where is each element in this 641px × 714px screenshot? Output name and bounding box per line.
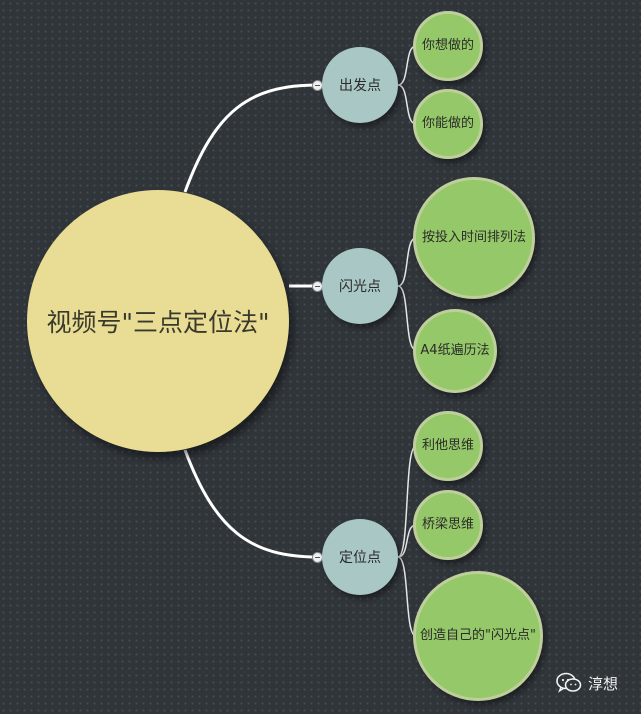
branch-topic-1[interactable]: 出发点 xyxy=(322,47,398,123)
leaf-topic-3-1[interactable]: 利他思维 xyxy=(413,411,483,481)
leaf-topic-1-2-label: 你能做的 xyxy=(421,115,474,131)
root-topic[interactable]: 视频号"三点定位法" xyxy=(27,190,289,452)
connector-branch-2-leaf-2 xyxy=(397,285,417,351)
branch-topic-2-label: 闪光点 xyxy=(339,279,381,295)
leaf-topic-3-3[interactable]: 创造自己的"闪光点" xyxy=(413,571,543,701)
watermark: 淳想 xyxy=(556,672,618,694)
wechat-icon xyxy=(556,672,582,693)
leaf-topic-2-1-label: 按投入时间排列法 xyxy=(421,229,526,245)
branch-topic-3-label: 定位点 xyxy=(339,550,381,566)
watermark-text: 淳想 xyxy=(588,674,619,693)
leaf-topic-1-1-label: 你想做的 xyxy=(421,37,474,53)
root-topic-label: 视频号"三点定位法" xyxy=(46,308,270,337)
branch-topic-1-label: 出发点 xyxy=(339,78,381,94)
leaf-topic-3-1-label: 利他思维 xyxy=(421,437,474,453)
leaf-topic-2-2[interactable]: A4纸遍历法 xyxy=(413,309,497,393)
leaf-topic-3-2[interactable]: 桥梁思维 xyxy=(413,490,483,560)
connector-root-branch-3 xyxy=(183,449,319,559)
connector-branch-3-leaf-3 xyxy=(397,556,417,637)
leaf-topic-3-3-label: 创造自己的"闪光点" xyxy=(420,627,536,643)
leaf-topic-2-1[interactable]: 按投入时间排列法 xyxy=(413,177,535,299)
branch-topic-2[interactable]: 闪光点 xyxy=(322,248,398,324)
connector-branch-3-leaf-1 xyxy=(397,445,417,558)
leaf-topic-2-2-label: A4纸遍历法 xyxy=(420,342,490,358)
connector-root-branch-1 xyxy=(183,83,319,193)
leaf-topic-3-2-label: 桥梁思维 xyxy=(421,516,474,532)
branch-topic-3[interactable]: 定位点 xyxy=(322,519,398,595)
leaf-topic-1-1[interactable]: 你想做的 xyxy=(413,11,483,81)
leaf-topic-1-2[interactable]: 你能做的 xyxy=(413,89,483,159)
